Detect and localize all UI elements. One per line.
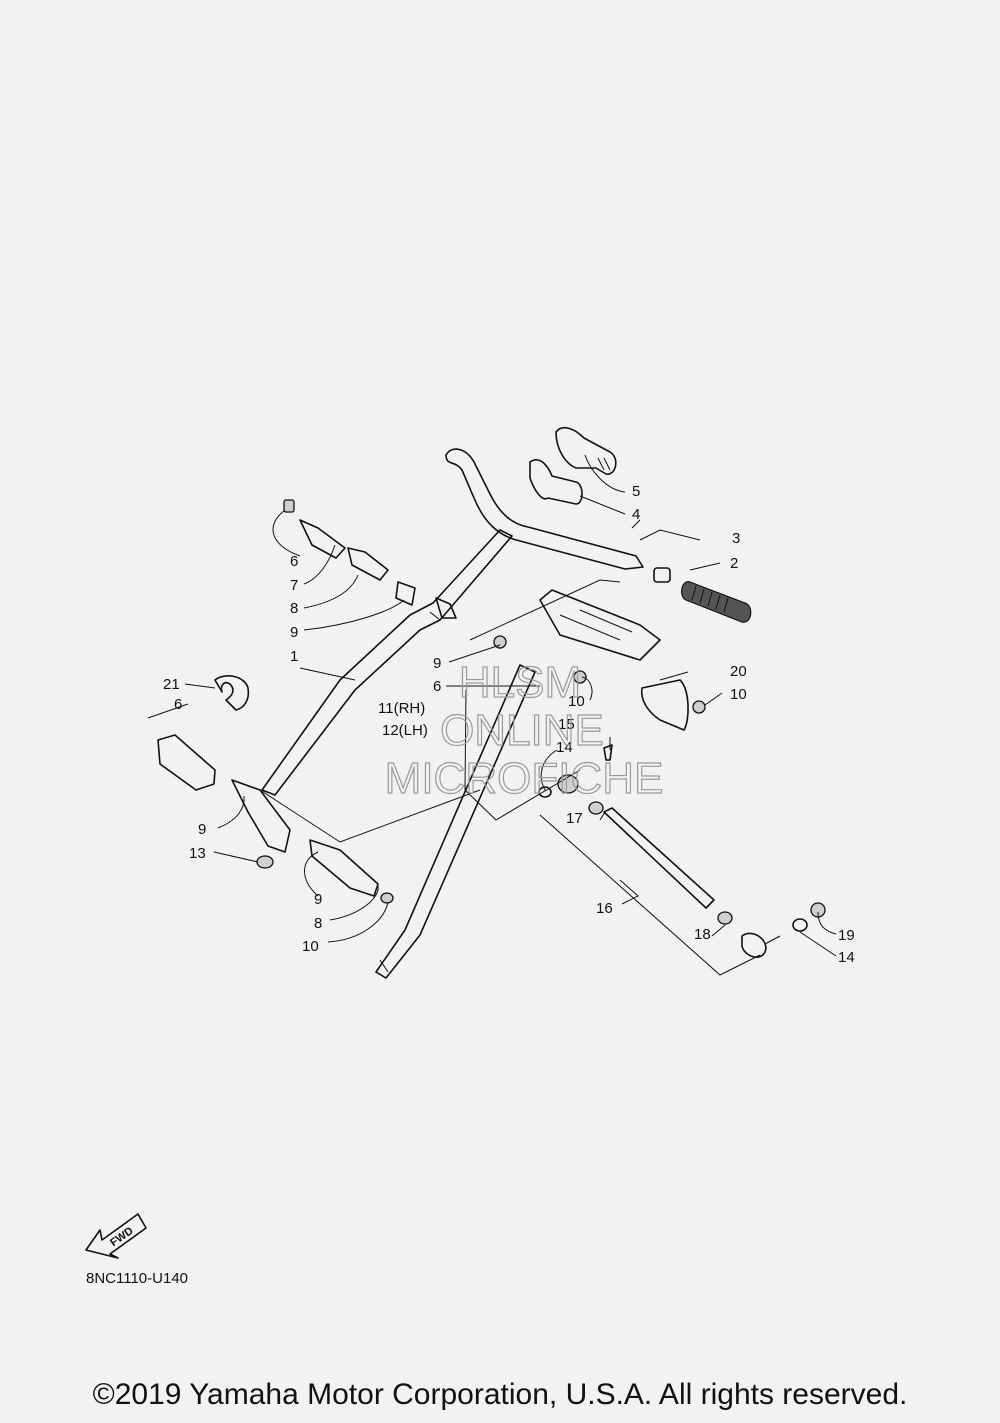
callout-16: 16 [596,900,613,917]
callout-6a: 6 [290,553,298,570]
callout-14b: 14 [838,949,855,966]
callout-8b: 8 [314,915,322,932]
callout-7: 7 [290,577,298,594]
leader-lines [147,454,837,976]
callout-6b: 6 [433,678,441,695]
callout-6c: 6 [174,696,182,713]
callout-1: 1 [290,648,298,665]
watermark-line3: MICROFICHE [385,754,664,803]
callout-10a: 10 [568,693,585,710]
callout-17: 17 [566,810,583,827]
callout-labels: 1 2 3 4 5 6 7 8 9 9 6 10 11(RH) 12(LH) 1… [163,483,855,966]
callout-19: 19 [838,927,855,944]
callout-5: 5 [632,483,640,500]
upper-clamp [283,499,457,619]
steering-column [375,664,536,979]
left-bracket [157,734,216,791]
grip-cover-4 [529,459,583,505]
callout-11: 11(RH) [378,700,425,717]
tie-rod [493,635,826,958]
grip-cover-5 [555,426,617,475]
callout-4: 4 [632,506,640,523]
callout-18: 18 [694,926,711,943]
callout-20: 20 [730,663,747,680]
grip-spacer [653,567,671,583]
callout-13: 13 [189,845,206,862]
grip [681,581,752,623]
copyright-notice: ©2019 Yamaha Motor Corporation, U.S.A. A… [92,1378,908,1411]
diagram-code: 8NC1110-U140 [86,1270,189,1287]
callout-9b: 9 [433,655,441,672]
callout-8a: 8 [290,600,298,617]
callout-10c: 10 [302,938,319,955]
watermark-line1: HLSM [459,658,581,707]
fwd-arrow-icon: FWD [85,1213,147,1259]
band-21 [214,675,250,711]
callout-10b: 10 [730,686,747,703]
callout-14a: 14 [556,739,573,756]
callout-15: 15 [558,716,575,733]
callout-9c: 9 [198,821,206,838]
watermark-line2: ONLINE [440,706,604,755]
callout-21: 21 [163,676,180,693]
handlebar [261,448,644,796]
lower-clamp [231,779,394,904]
bracket-20 [640,679,689,731]
callout-9d: 9 [314,891,322,908]
callout-12: 12(LH) [382,722,428,739]
callout-2: 2 [730,555,738,572]
callout-9a: 9 [290,624,298,641]
callout-3: 3 [732,530,740,547]
handlebar-pad [539,589,661,661]
watermark: HLSM ONLINE MICROFICHE [384,657,664,803]
